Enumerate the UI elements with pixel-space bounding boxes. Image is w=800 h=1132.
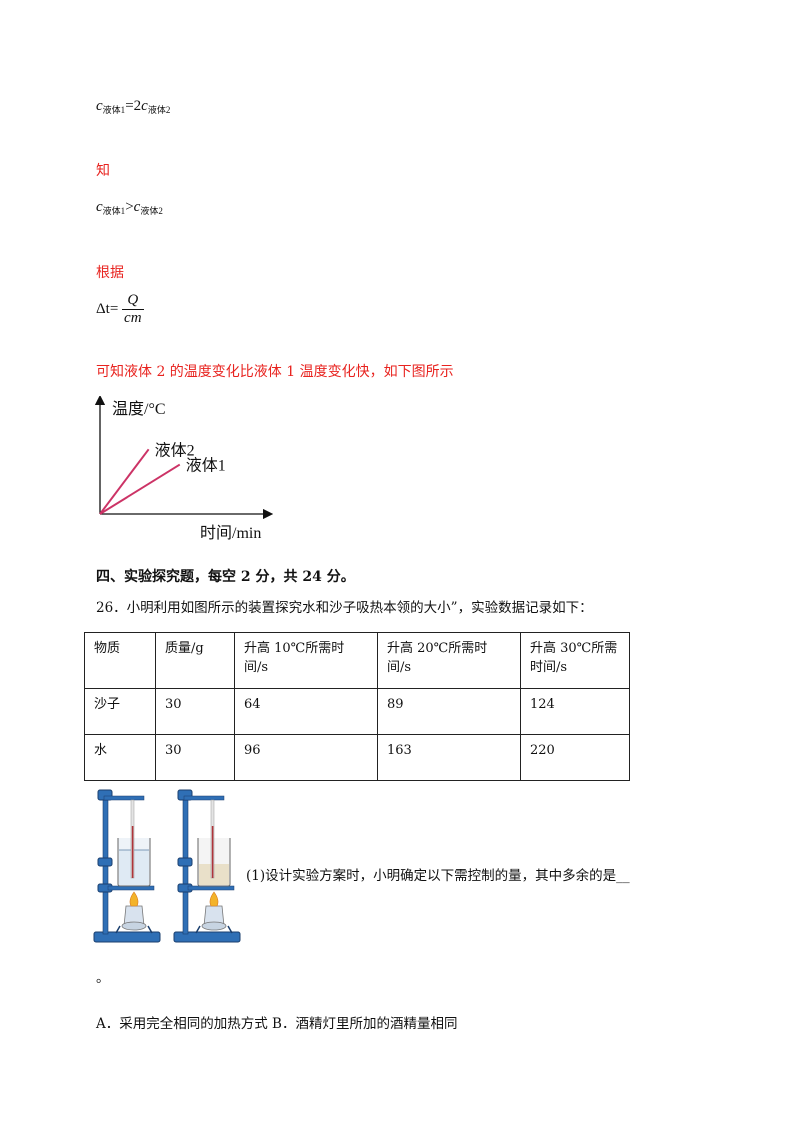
section-title: 四、实验探究题，每空 2 分，共 24 分。 xyxy=(96,569,355,585)
header-cell: 质量/g xyxy=(155,632,235,689)
c-symbol: c xyxy=(96,98,103,114)
numerator: Q xyxy=(122,292,144,310)
table-cell: 96 xyxy=(234,734,378,781)
period-mark: 。 xyxy=(96,970,110,986)
table-cell: 30 xyxy=(155,688,235,735)
header-cell: 物质 xyxy=(84,632,156,689)
subscript-liquid1: 液体1 xyxy=(102,105,126,115)
x-axis-label: 时间/min xyxy=(200,524,261,542)
series-label-1: 液体2 xyxy=(155,441,195,459)
sub-question-1: (1)设计实验方案时，小明确定以下需控制的量，其中多余的是__ xyxy=(246,868,630,884)
delta-t-lhs: Δt= xyxy=(96,301,119,317)
text-zhi: 知 xyxy=(96,163,110,179)
subscript-liquid2: 液体2 xyxy=(140,206,163,216)
heating-apparatus-illustration xyxy=(93,789,241,943)
table-header-row: 物质 质量/g 升高 10℃所需时间/s 升高 20℃所需时间/s 升高 30℃… xyxy=(84,632,630,689)
denominator: cm xyxy=(124,310,142,326)
series-line-2 xyxy=(99,463,181,515)
table-cell: 沙子 xyxy=(84,688,156,735)
equals-two: =2 xyxy=(125,98,142,114)
header-cell: 升高 30℃所需时间/s xyxy=(520,632,630,689)
formula-delta-t: Δt= Q cm xyxy=(96,292,144,327)
fraction: Q cm xyxy=(122,292,144,327)
header-cell: 升高 10℃所需时间/s xyxy=(234,632,378,689)
table-row: 沙子 30 64 89 124 xyxy=(84,688,630,735)
table-cell: 64 xyxy=(234,688,378,735)
series-line-1 xyxy=(99,448,150,515)
answer-options: A．采用完全相同的加热方式 B．酒精灯里所加的酒精量相同 xyxy=(96,1016,458,1032)
table-cell: 163 xyxy=(377,734,521,781)
formula-specific-heat-compare: c液体1>c液体2 xyxy=(96,199,163,217)
text-genju: 根据 xyxy=(96,265,124,281)
conclusion-text: 可知液体 2 的温度变化比液体 1 温度变化快，如下图所示 xyxy=(96,364,454,380)
table-cell: 30 xyxy=(155,734,235,781)
experiment-data-table: 物质 质量/g 升高 10℃所需时间/s 升高 20℃所需时间/s 升高 30℃… xyxy=(84,632,630,781)
table-cell: 220 xyxy=(520,734,630,781)
apparatus-right xyxy=(173,789,241,943)
formula-specific-heat-ratio: c液体1=2c液体2 xyxy=(96,98,170,116)
c-symbol: c xyxy=(141,98,148,114)
apparatus-left xyxy=(93,789,161,943)
header-cell: 升高 20℃所需时间/s xyxy=(377,632,521,689)
table-row: 水 30 96 163 220 xyxy=(84,734,630,781)
greater-than: > xyxy=(125,199,134,215)
y-axis-label: 温度/°C xyxy=(112,400,166,418)
table-cell: 124 xyxy=(520,688,630,735)
subscript-liquid1: 液体1 xyxy=(102,206,126,216)
table-cell: 89 xyxy=(377,688,521,735)
question-26: 26．小明利用如图所示的装置探究水和沙子吸热本领的大小”，实验数据记录如下： xyxy=(96,600,593,616)
table-cell: 水 xyxy=(84,734,156,781)
c-symbol: c xyxy=(133,199,141,215)
series-label-2: 液体1 xyxy=(186,457,226,475)
subscript-liquid2: 液体2 xyxy=(147,105,171,115)
c-symbol: c xyxy=(96,199,103,215)
